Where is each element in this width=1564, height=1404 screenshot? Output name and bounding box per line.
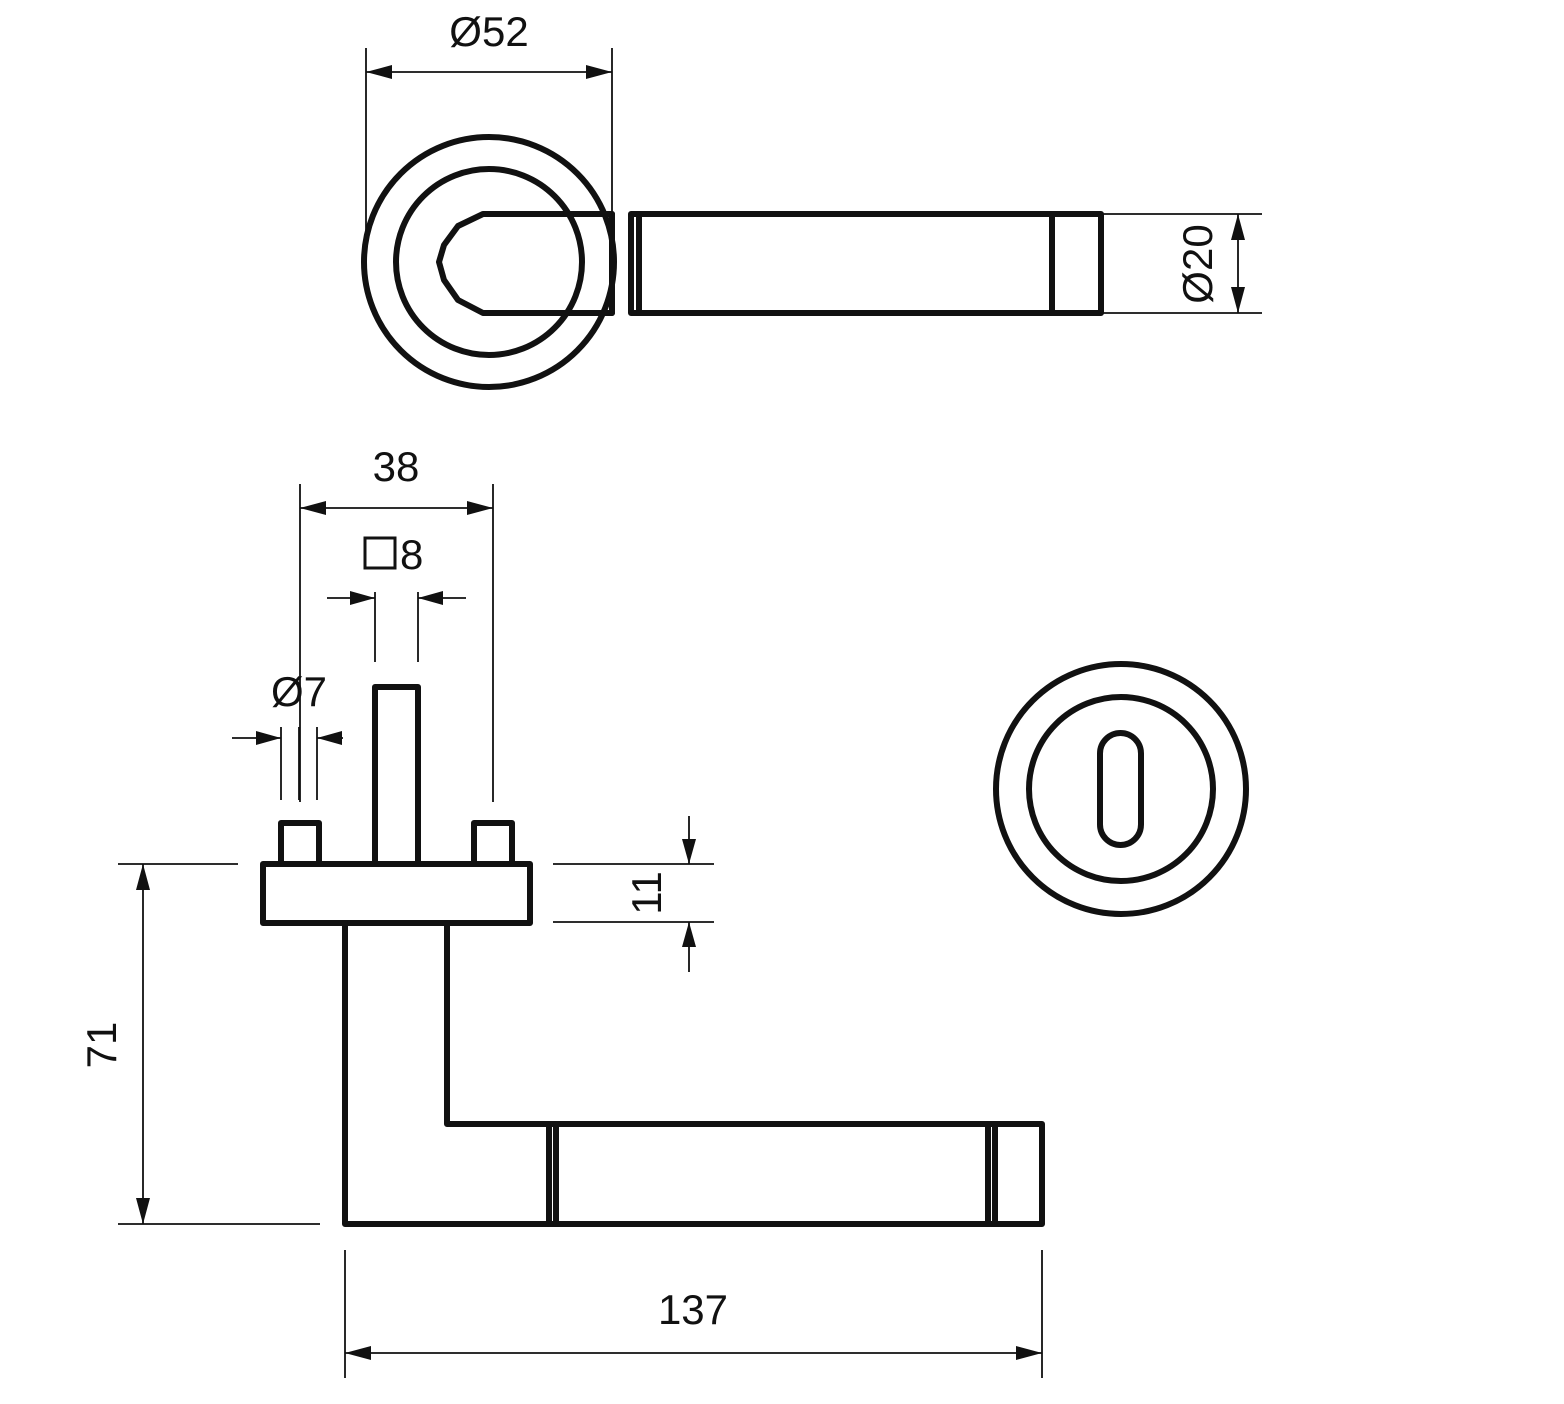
rosette-profile [260,861,533,926]
screw-diameter-label: Ø7 [271,668,327,715]
rosette-dim-arrow-right [586,65,612,79]
height-dim-arrow-top [136,864,150,890]
lever-end-cap [1049,211,1104,316]
square-dim-arrow-left [350,591,375,605]
rosette-outer-ring [361,134,617,390]
screw-dim-arrow-left [256,731,281,745]
lever-profile [342,920,552,1227]
length-dim-arrow-left [345,1346,371,1360]
rosette-inner-ring [393,166,585,358]
lever-dim-arrow-bottom [1231,287,1245,313]
keyhole-icon [1097,730,1144,848]
side-view: 38 8 Ø7 11 71 [78,443,1045,1378]
lever-diameter-label: Ø20 [1174,224,1221,303]
rosette-dim-arrow-left [366,65,392,79]
spindle-square-label: 8 [400,531,423,578]
screw-dim-arrow-right [317,731,342,745]
rosette-thickness-label: 11 [623,871,670,915]
top-view: Ø52 Ø20 [361,8,1262,390]
escutcheon-outer-ring [993,661,1249,917]
height-dim-arrow-bottom [136,1198,150,1224]
escutcheon-inner-ring [1026,694,1216,884]
square-dim-arrow-right [418,591,443,605]
lever-length-label: 137 [658,1286,728,1333]
rosette-diameter-label: Ø52 [449,8,528,55]
lever-grip-collar [628,211,642,316]
lever-profile-collar [546,1121,559,1227]
lever-dim-arrow-top [1231,214,1245,240]
square-symbol-icon [363,536,397,570]
lever-height-label: 71 [78,1022,125,1069]
screw-post-right [471,820,515,867]
screw-post-left [278,820,322,867]
length-dim-arrow-right [1016,1346,1042,1360]
spacing-dim-arrow-left [300,501,326,515]
lever-profile-end-cap [992,1121,1045,1227]
thickness-dim-arrow-top [682,839,696,864]
spacing-dim-arrow-right [467,501,493,515]
thickness-dim-arrow-bottom [682,922,696,947]
spindle-spacing-label: 38 [373,443,420,490]
key-escutcheon [993,661,1249,917]
spindle [372,684,421,867]
lever-neck [436,211,615,316]
